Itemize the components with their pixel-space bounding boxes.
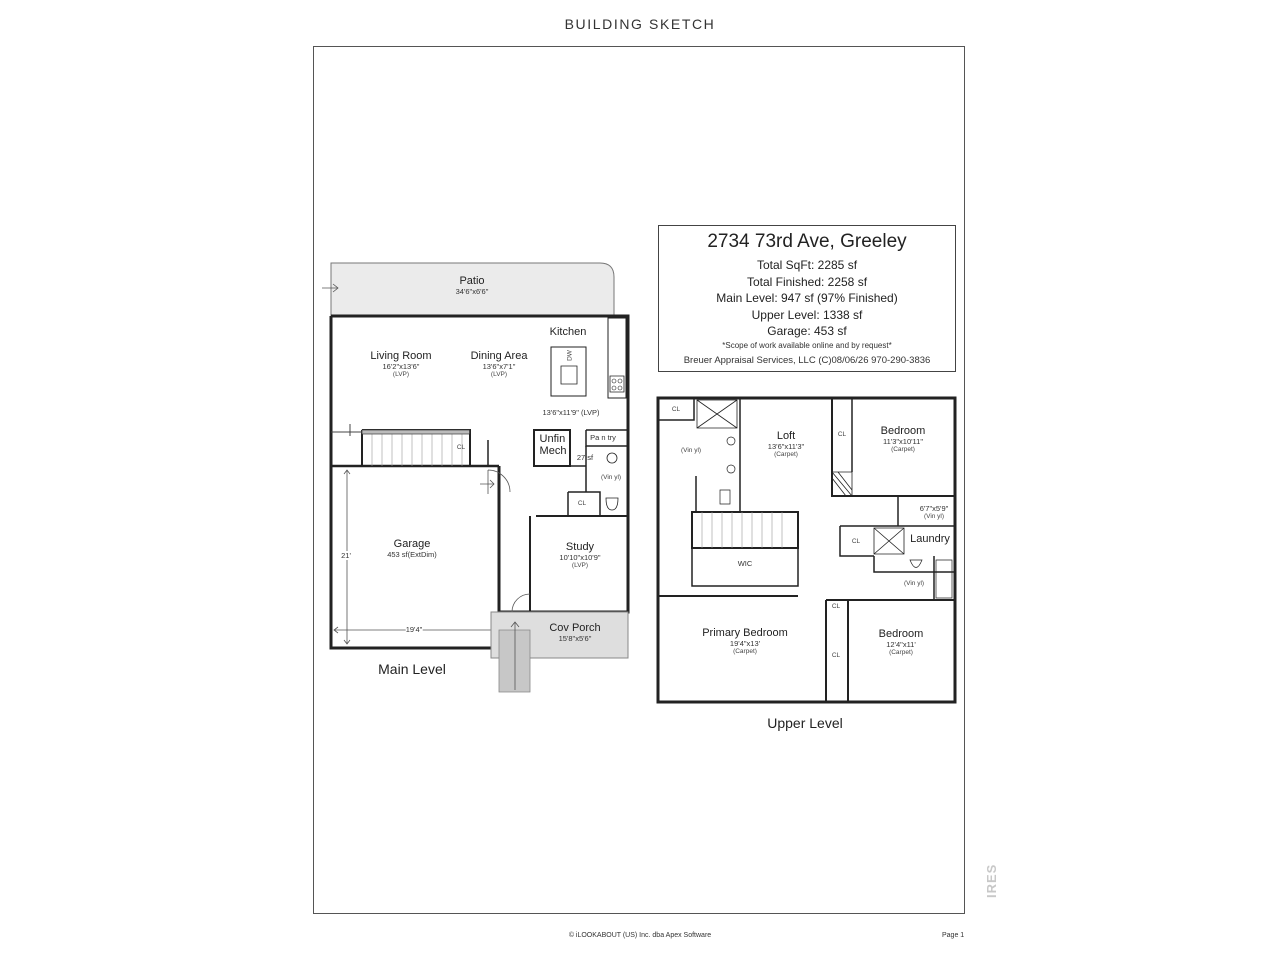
half-bath-toilet: [605, 497, 619, 511]
room-dining: Dining Area 13'6"x7'1" (LVP): [470, 350, 528, 378]
bath-east-walls: [873, 556, 955, 601]
garage-width-dim: 19'4": [405, 625, 423, 634]
garage-area: Garage: 453 sf: [767, 324, 847, 338]
bath-tub: [935, 559, 953, 599]
scope-note: *Scope of work available online and by r…: [722, 340, 892, 350]
room-wic: WIC: [737, 559, 753, 568]
upper-level-area: Upper Level: 1338 sf: [751, 307, 863, 322]
room-living: Living Room 16'2"x13'6" (LVP): [370, 350, 432, 378]
room-laundry: Laundry: [910, 533, 950, 545]
bath-east-floor: (Vin yl): [903, 580, 925, 587]
bath-east-toilet: [909, 559, 923, 568]
closet-stairs: CL: [456, 444, 466, 451]
closet-upper-se: CL: [831, 652, 841, 659]
range: [609, 375, 625, 393]
west-bath-toilet: [719, 489, 731, 505]
closet-upper-ne: CL: [837, 431, 847, 438]
room-kitchen: Kitchen: [549, 326, 587, 338]
room-bedroom-ne: Bedroom 11'3"x10'11" (Carpet): [880, 425, 926, 453]
stair-treads: [371, 430, 463, 466]
room-bedroom-se: Bedroom 12'4"x11' (Carpet): [878, 628, 924, 656]
upper-mid-closet: [825, 599, 849, 702]
kitchen-island: [550, 346, 587, 397]
upper-stair-treads: [701, 512, 783, 548]
main-stairs: [361, 429, 471, 466]
footer-page-number: Page 1: [942, 932, 965, 939]
room-study: Study 10'10"x10'9" (LVP): [559, 541, 601, 569]
property-info-box: 2734 73rd Ave, Greeley Total SqFt: 2285 …: [658, 225, 956, 372]
bath-west-floor: (Vin yl): [680, 447, 702, 454]
page-title: BUILDING SKETCH: [564, 16, 716, 32]
upper-nw-closet: [658, 398, 695, 421]
garage-depth-dim: 21': [341, 551, 351, 560]
west-bath-sink-2: [726, 464, 736, 474]
main-level-area: Main Level: 947 sf (97% Finished): [716, 291, 898, 305]
mech-area: 27 sf: [576, 453, 594, 462]
main-level-label: Main Level: [378, 661, 446, 677]
room-garage: Garage 453 sf(ExtDim): [387, 538, 437, 559]
dishwasher-label: DW: [566, 350, 574, 361]
entry-arrow: [480, 479, 495, 489]
closet-upper-mid: CL: [831, 603, 841, 610]
porch-arrow: [510, 621, 520, 690]
appraiser-credit: Breuer Appraisal Services, LLC (C)08/06/…: [683, 354, 931, 366]
west-bath-sink-1: [726, 436, 736, 446]
room-patio: Patio 34'6"x6'6": [455, 275, 489, 296]
hall-closet: [567, 491, 601, 516]
half-bath-sink: [606, 452, 618, 464]
upper-level-plan: [656, 396, 957, 704]
closet-hall: CL: [577, 500, 587, 507]
entry-door-arc: [487, 469, 511, 494]
stair-hatch-top: [361, 429, 471, 435]
ne-hatch: [831, 471, 853, 497]
study-door-arc: [511, 593, 531, 613]
laundry-hatch: [873, 527, 905, 555]
kitchen-sink: [560, 365, 578, 385]
porch-walk: [498, 629, 531, 693]
upper-shower: [696, 399, 738, 429]
wic-walls: [691, 548, 799, 587]
laundry-walls: [839, 525, 955, 557]
sketch-frame: [313, 46, 965, 914]
half-bath-floor: (Vin yl): [600, 474, 622, 481]
total-sqft: Total SqFt: 2285 sf: [756, 258, 858, 272]
room-loft: Loft 13'6"x11'3" (Carpet): [767, 430, 805, 458]
footer-copyright: © iLOOKABOUT (US) Inc. dba Apex Software: [568, 932, 712, 939]
half-bath-walls: [570, 446, 587, 492]
ires-watermark: IRES: [984, 863, 999, 898]
closet-upper-nw: CL: [671, 406, 681, 413]
patio-arrow: [322, 283, 339, 293]
patio-outline: [330, 262, 615, 316]
closet-stairs-wall: [469, 430, 489, 467]
kitchen-dims: 13'6"x11'9" (LVP): [542, 408, 600, 417]
upper-exterior-wall: [656, 396, 957, 704]
kitchen-counter-east: [607, 317, 627, 399]
main-level-plan: [322, 262, 630, 693]
bath-ne: 6'7"x5'9" (Vin yl): [919, 504, 949, 520]
upper-level-label: Upper Level: [767, 715, 843, 731]
room-cov-porch: Cov Porch 15'8"x5'6": [549, 622, 601, 643]
room-unfin-mech: Unfin Mech: [539, 433, 567, 457]
stair-rail: [331, 424, 362, 436]
room-primary-bedroom: Primary Bedroom 19'4"x13' (Carpet): [702, 627, 788, 655]
closet-laundry: CL: [851, 538, 861, 545]
total-finished: Total Finished: 2258 sf: [746, 274, 868, 289]
property-address: 2734 73rd Ave, Greeley: [707, 231, 907, 252]
room-pantry: Pa n try: [590, 433, 616, 442]
